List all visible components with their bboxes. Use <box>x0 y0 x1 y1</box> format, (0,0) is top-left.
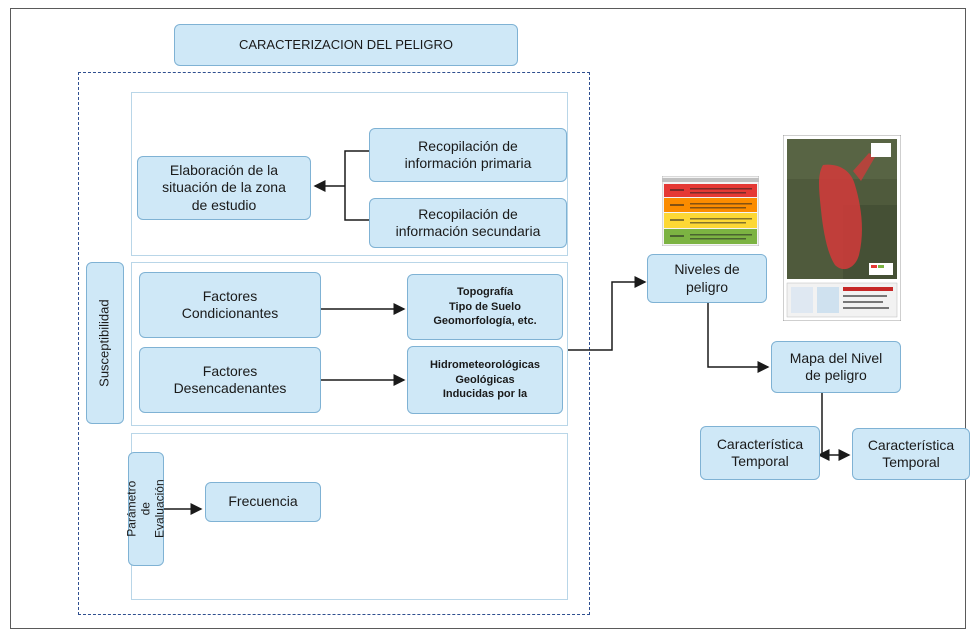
evaluation-parameter-label: Parámetro de Evaluación <box>124 452 166 566</box>
triggering-factors-node: Factores Desencadenantes <box>139 347 321 413</box>
secondary-information-node: Recopilación de información secundaria <box>369 198 567 248</box>
hazard-map-image <box>783 135 901 321</box>
temporal-characteristic-node-1: Característica Temporal <box>700 426 820 480</box>
temporal-characteristic-node-2: Característica Temporal <box>852 428 970 480</box>
susceptibility-label: Susceptibilidad <box>86 262 124 424</box>
conditioning-factors-node: Factores Condicionantes <box>139 272 321 338</box>
frequency-node: Frecuencia <box>205 482 321 522</box>
outer-frame <box>10 8 966 629</box>
diagram-title: CARACTERIZACION DEL PELIGRO <box>174 24 518 66</box>
triggering-details-node: Hidrometeorológicas Geológicas Inducidas… <box>407 346 563 414</box>
conditioning-details-node: Topografía Tipo de Suelo Geomorfología, … <box>407 274 563 340</box>
study-zone-situation-node: Elaboración de la situación de la zona d… <box>137 156 311 220</box>
susceptibility-container <box>78 72 590 615</box>
parameter-panel <box>131 433 568 600</box>
levels-table-image <box>662 176 759 246</box>
hazard-level-map-node: Mapa del Nivel de peligro <box>771 341 901 393</box>
hazard-levels-node: Niveles de peligro <box>647 254 767 303</box>
primary-information-node: Recopilación de información primaria <box>369 128 567 182</box>
